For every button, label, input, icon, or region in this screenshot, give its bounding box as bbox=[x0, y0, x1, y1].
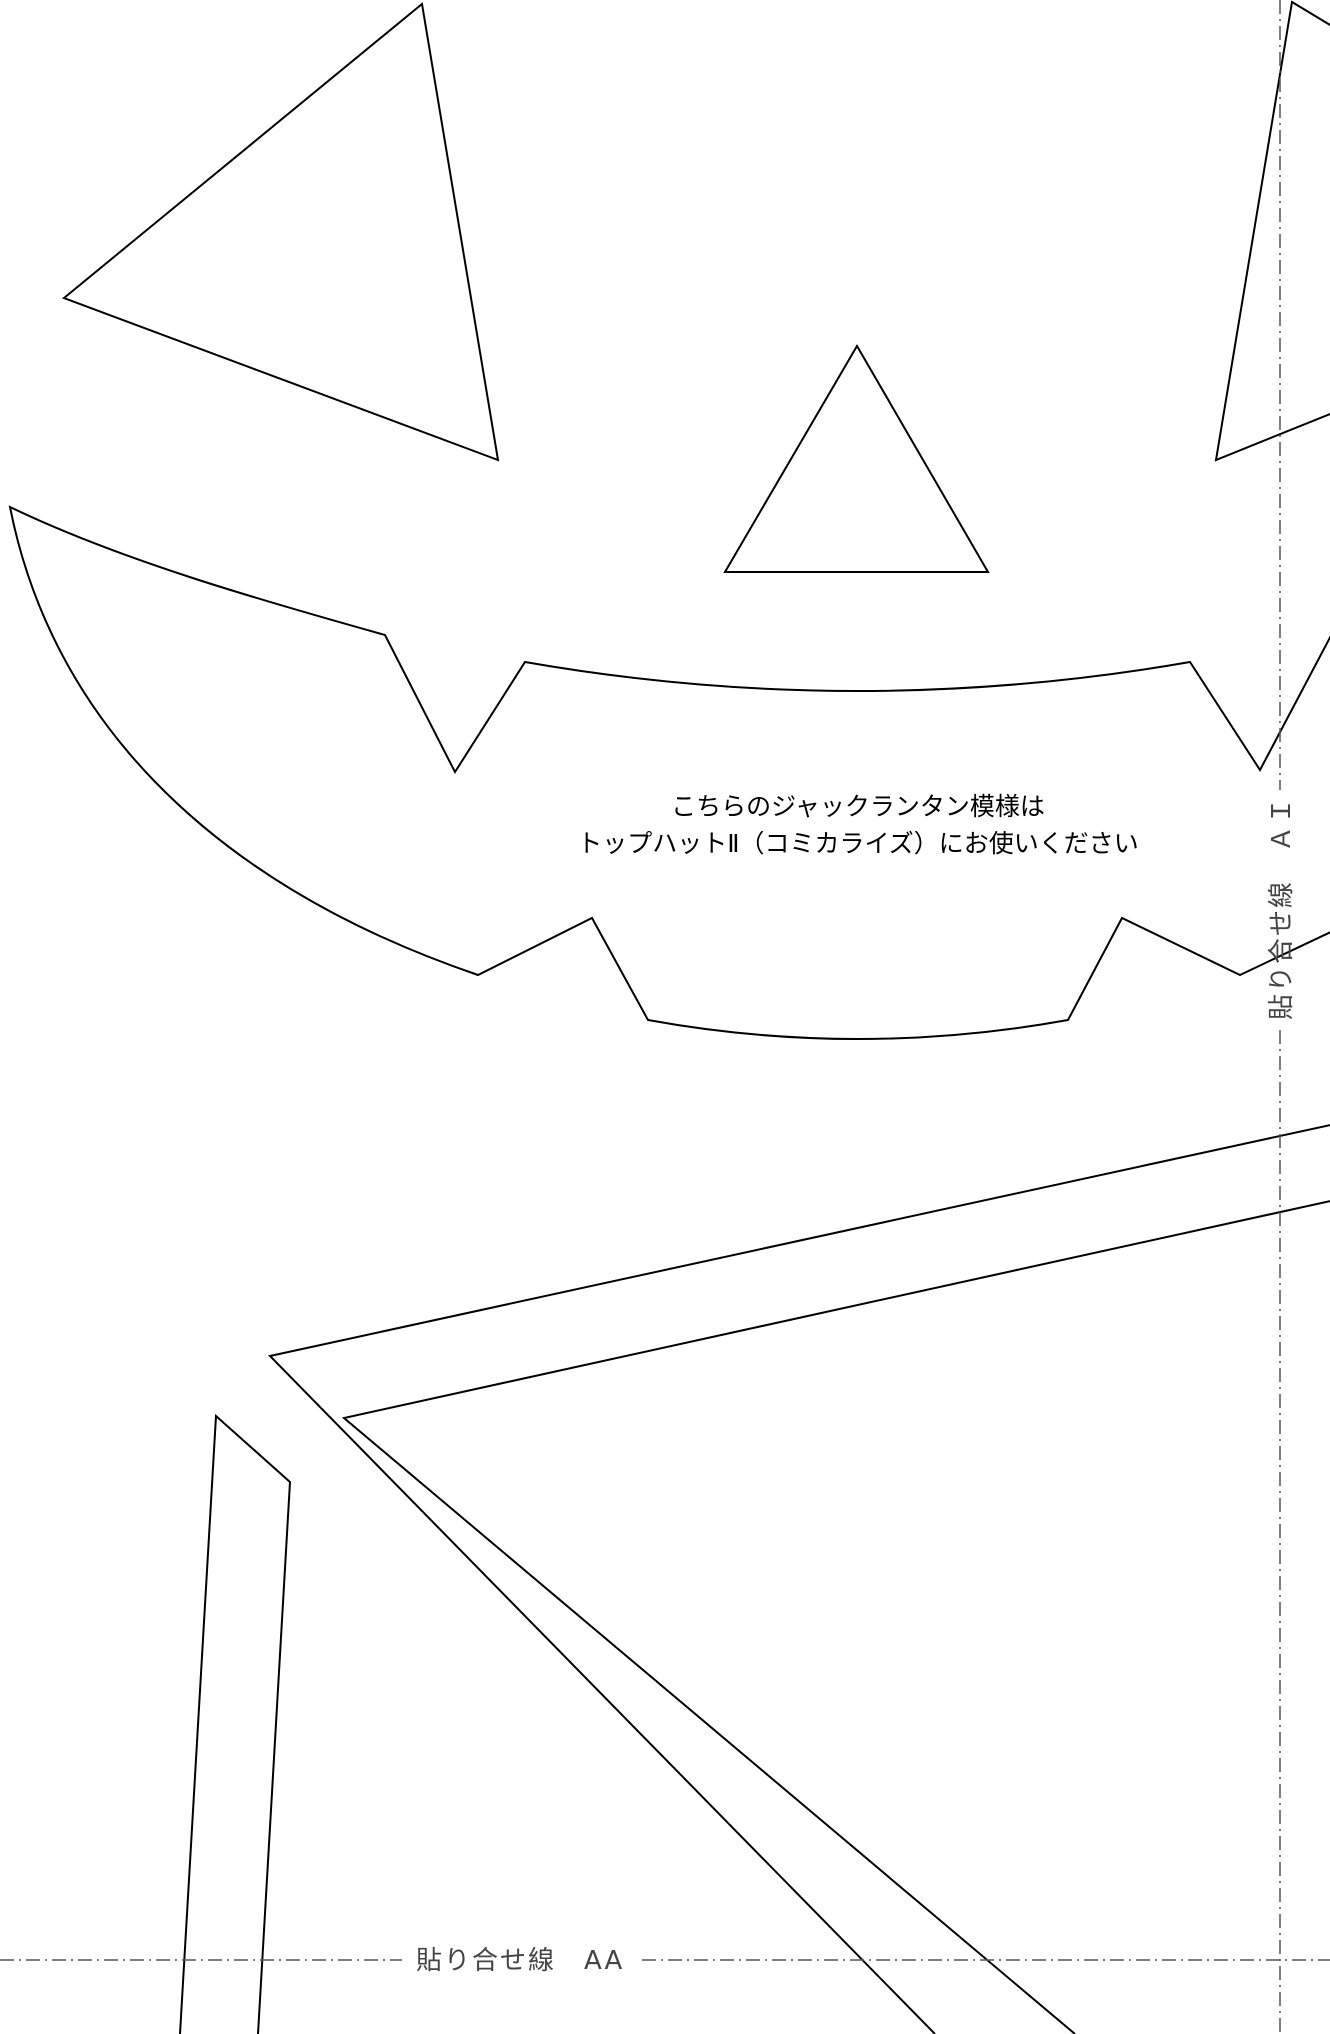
instruction-line-2: トップハットⅡ（コミカライズ）にお使いください bbox=[577, 829, 1139, 858]
mouth-cutout bbox=[8, 505, 1330, 1040]
horizontal-glue-label: 貼り合せ線 AA bbox=[416, 1946, 624, 1976]
nose-cutout bbox=[723, 344, 990, 573]
left-eye-cutout bbox=[62, 2, 500, 462]
vertical-glue-label: 貼り合せ線 ＡＩ bbox=[1267, 796, 1297, 1020]
hat-brim-outer bbox=[268, 1124, 1330, 2034]
instruction-line-1: こちらのジャックランタン模様は bbox=[671, 792, 1045, 821]
right-eye-cutout bbox=[1214, 0, 1330, 462]
hat-brim-inner bbox=[341, 1200, 1330, 2034]
hat-side-outer bbox=[179, 1413, 292, 2034]
